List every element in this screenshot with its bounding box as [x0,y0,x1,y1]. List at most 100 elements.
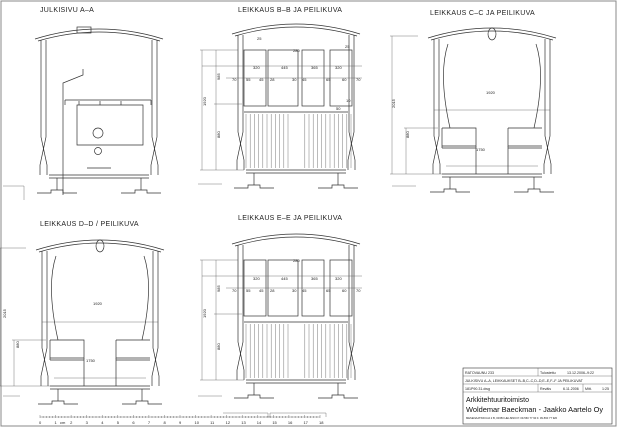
dim-label: 280 [293,258,300,263]
dimensions-cc: 2015 880 1920 1750 [391,90,496,152]
scale-unit: cm [60,420,66,425]
seat [442,127,542,147]
dim-label: 365 [311,65,318,70]
dim-line [390,35,442,175]
dim-label: 1750 [86,358,96,363]
side-post [348,35,356,170]
section-title-bb: LEIKKAUS B–B JA PEILIKUVA [238,7,342,14]
dim-label: 45 [302,288,307,293]
dim-label: 1920 [202,96,207,106]
dim-label: 65 [326,77,331,82]
dim-label: 1750 [476,147,486,152]
scale-label: 10 [195,420,200,425]
scale-label: 14 [257,420,262,425]
round-port [92,127,104,139]
roof-arc [34,28,164,40]
title-block: RATOVAUNU 233 Tulostettu 13.12.2006–9:22… [462,367,613,425]
roof-hatch [76,26,92,34]
firm-address: MESENAATINKUJA 2 B, 00350 HELSINKI P. 09… [466,416,558,420]
car-leikkaus-dd [0,239,165,405]
dim-label: 880 [216,131,221,138]
ground-line [3,183,416,397]
dim-label: 280 [293,48,300,53]
scale-label: 0 [39,420,42,425]
car-drawings [0,23,557,405]
dim-label: 45 [259,77,264,82]
side-post [433,39,441,174]
roof-inner [430,30,554,41]
dimensions-bb: 320 445 365 320 70 55 45 28 30 45 65 60 … [202,36,361,138]
rail-foot [37,189,77,194]
firm-name-line2: Woldemar Baeckman - Jaakko Aartelo Oy [466,405,603,414]
dim-label: 25 [345,44,350,49]
side-post [151,251,159,386]
rail-foot [318,184,358,189]
side-post [237,245,245,380]
side-post [151,40,159,175]
side-post [236,245,244,380]
firm-name-line1: Arkkitehtuuritoimisto [466,397,529,404]
dim-label: 50 [336,106,341,111]
inner-curve [443,43,541,129]
section-title-cc: LEIKKAUS C–C JA PEILIKUVA [430,10,535,17]
dim-label: 1920 [202,308,207,318]
revised-label: Reväis [540,387,551,391]
roof-arc [231,233,361,245]
car-leikkaus-bb [200,23,362,189]
roof-arc [427,27,557,39]
side-post [236,35,244,170]
dim-label: 365 [311,276,318,281]
dim-label: 45 [259,288,264,293]
dim-label: 985 [216,73,221,80]
rail-foot [234,184,274,189]
scale-label: 11 [210,420,215,425]
dim-label: 45 [302,77,307,82]
rail-foot [318,394,358,399]
rail-foot [122,400,162,405]
body-panel [76,104,144,146]
side-post [39,40,47,175]
seat-support [49,340,117,386]
scale-label: 17 [303,420,308,425]
dimensions-ee: 320 445 365 320 70 55 45 28 30 45 65 60 … [202,258,361,350]
car-julkisivu-aa [34,26,164,195]
side-post [544,39,552,174]
revised-value: 6.11.2006 [563,387,579,391]
dim-line [0,247,50,387]
dim-label: 70 [232,288,237,293]
dim-label: 2015 [2,308,7,318]
dim-label: 445 [281,276,288,281]
rail-foot [430,188,470,193]
side-post [40,40,48,175]
scale-label: 1 [55,420,58,425]
railing-post [78,101,122,105]
roof-arc [35,239,165,251]
scale-label: 16 [288,420,293,425]
dim-label: 880 [216,343,221,350]
roof-inner [234,26,358,37]
rail-foot [514,188,554,193]
side-post [41,251,49,386]
scale-label: 5 [117,420,120,425]
scale-label: 3 [86,420,89,425]
side-post [432,39,440,174]
dim-label: 320 [253,65,260,70]
dim-label: 70 [356,77,361,82]
scale-label: 15 [272,420,277,425]
dim-label: 30 [292,77,297,82]
printed-value: 13.12.2006–9:22 [567,371,594,375]
scale-label: 9 [179,420,182,425]
dim-label: 10 [346,98,351,103]
roof-arc [231,23,361,35]
dim-label: 60 [342,288,347,293]
dim-label: 55 [246,77,251,82]
project-name: RATOVAUNU 233 [465,371,494,375]
railing [64,99,152,105]
file-name: 181P90.31.dwg [465,387,490,391]
side-post [237,35,245,170]
roof-inner [37,31,161,42]
dim-label: 25 [257,36,262,41]
